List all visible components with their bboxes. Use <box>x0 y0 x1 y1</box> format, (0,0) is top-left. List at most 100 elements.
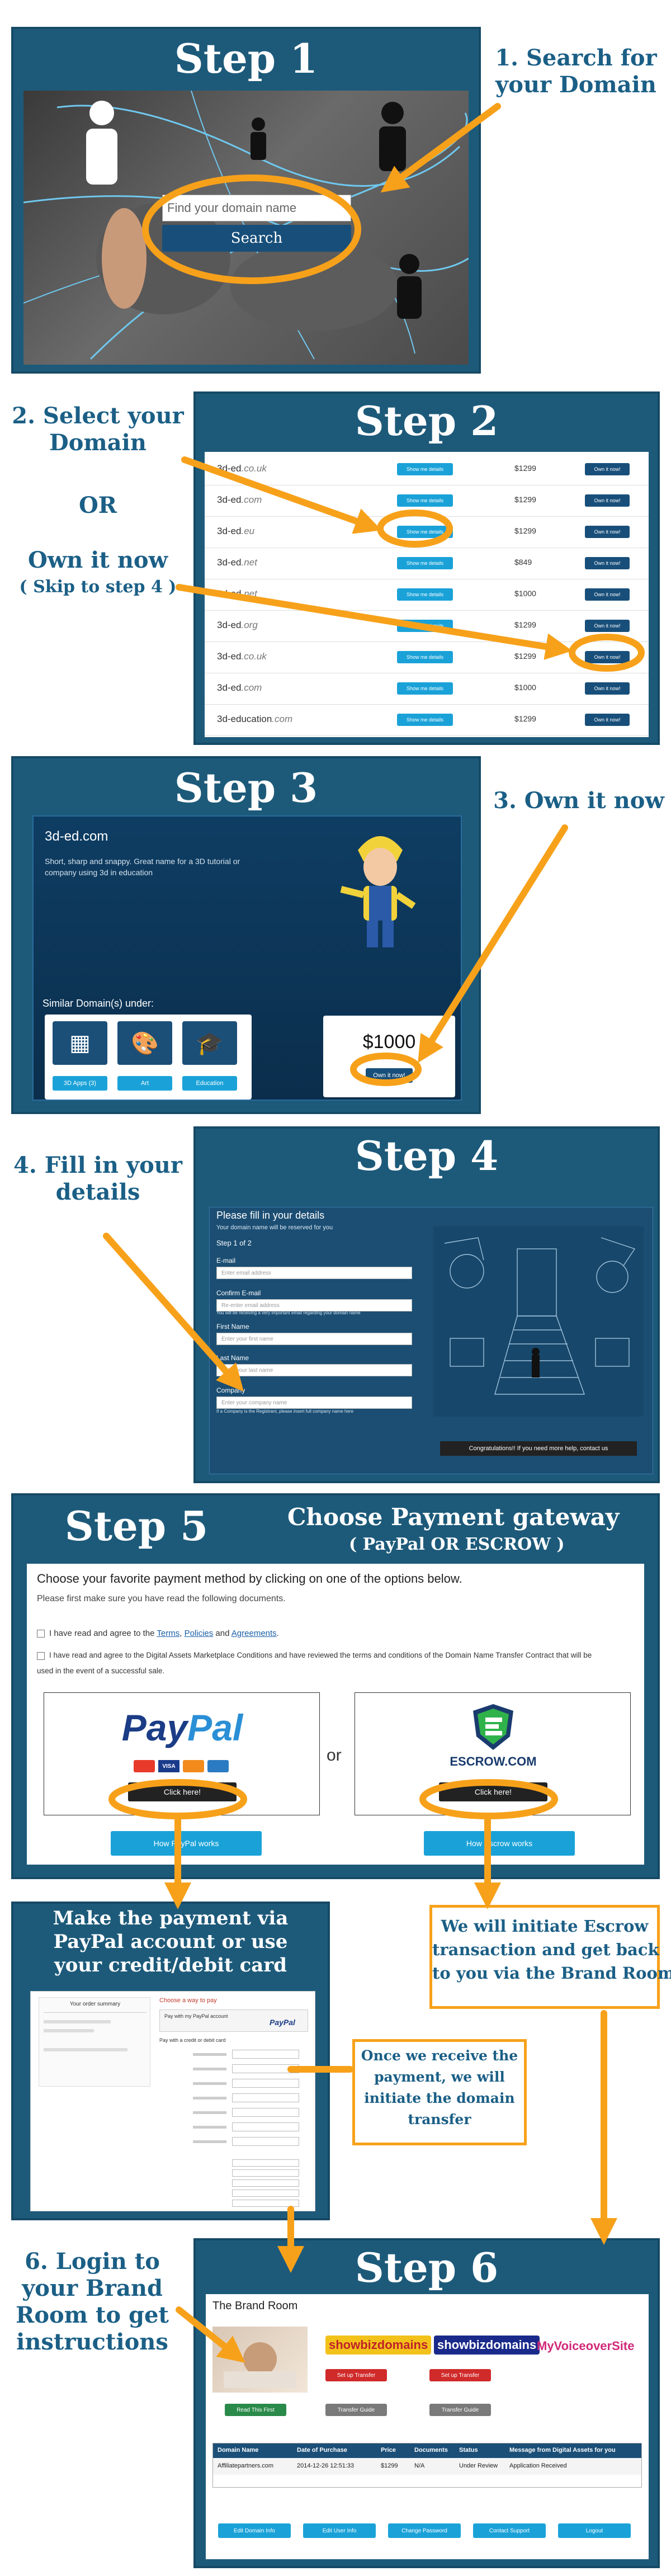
agree-terms-label: I have read and agree to the Terms, Poli… <box>49 1629 279 1638</box>
paypal-small-logo: PayPal <box>270 2018 295 2027</box>
domain-row-price: $1299 <box>514 464 536 473</box>
form-field-input[interactable]: Enter your last name <box>216 1364 412 1376</box>
domain-row-sld: 3d-ed <box>217 620 242 630</box>
paypal-caption-1: Make the payment via <box>53 1907 289 1929</box>
paypal-option-box[interactable]: PayPal VISA Click here! <box>44 1692 320 1815</box>
brand-room-nav-button[interactable]: Logout <box>558 2523 631 2538</box>
agreements-link[interactable]: Agreements <box>231 1629 277 1638</box>
category-education[interactable]: Education <box>182 1076 237 1091</box>
form-field-input[interactable]: Enter email address <box>216 1267 412 1279</box>
domain-row-sld: 3d-ed <box>217 526 242 536</box>
paypal-account-option[interactable]: Pay with my PayPal account PayPal <box>159 2009 308 2032</box>
how-paypal-works-button[interactable]: How PayPal works <box>111 1831 262 1856</box>
paypal-click-here-button[interactable]: Click here! <box>128 1782 237 1801</box>
category-art[interactable]: Art <box>117 1076 172 1091</box>
terms-link[interactable]: Terms <box>157 1629 180 1638</box>
brand-room-nav-button[interactable]: Edit Domain Info <box>218 2523 291 2538</box>
card-form-input[interactable] <box>232 2050 299 2059</box>
billing-input[interactable] <box>232 2159 299 2167</box>
how-escrow-works-button[interactable]: How Escrow works <box>424 1831 575 1856</box>
receive-caption-3: initiate the domain <box>364 2090 515 2106</box>
details-form-card: Please fill in your details Your domain … <box>209 1207 653 1474</box>
own-it-now-row-button[interactable]: Own it now! <box>585 557 630 569</box>
paypal-logo: PayPal <box>44 1706 320 1749</box>
agree-terms-checkbox[interactable] <box>37 1630 45 1638</box>
form-field-input[interactable]: Enter your first name <box>216 1333 412 1345</box>
domain-row: 3d-ed.net Show me details $849 Own it no… <box>205 548 649 579</box>
form-field-input[interactable]: Enter your company name <box>216 1396 412 1409</box>
domain-search-input[interactable]: Find your domain name <box>162 195 351 221</box>
show-details-button[interactable]: Show me details <box>397 714 453 726</box>
brand-room-nav-button[interactable]: Contact Support <box>473 2523 546 2538</box>
form-field-label: Last Name <box>216 1354 249 1362</box>
paypal-caption-3: your credit/debit card <box>54 1954 287 1976</box>
show-details-button[interactable]: Show me details <box>397 620 453 632</box>
domain-row-price: $1299 <box>514 714 536 723</box>
search-button[interactable]: Search <box>162 225 351 252</box>
own-it-now-button[interactable]: Own it now! <box>366 1068 413 1083</box>
agree-conditions-checkbox[interactable] <box>37 1652 45 1660</box>
escrow-option-box[interactable]: ESCROW.COM Click here! <box>355 1692 631 1815</box>
own-it-now-row-button[interactable]: Own it now! <box>585 494 630 507</box>
policies-link[interactable]: Policies <box>184 1629 214 1638</box>
step1-callout-line1: 1. Search for <box>495 45 657 71</box>
setup-transfer-button-2[interactable]: Set up Transfer <box>429 2369 491 2381</box>
show-details-button[interactable]: Show me details <box>397 557 453 569</box>
card-form-input[interactable] <box>232 2137 299 2146</box>
setup-transfer-button-1[interactable]: Set up Transfer <box>325 2369 387 2381</box>
step2-callout-skip: ( Skip to step 4 ) <box>19 577 177 597</box>
domain-row: 3d-ed.co.uk Show me details $1299 Own it… <box>205 454 649 485</box>
transfer-guide-button-2[interactable]: Transfer Guide <box>429 2404 491 2416</box>
billing-input[interactable] <box>232 2169 299 2177</box>
read-this-first-button[interactable]: Read This First <box>225 2404 286 2416</box>
own-it-now-row-button[interactable]: Own it now! <box>585 682 630 695</box>
step6-title: Step 6 <box>355 2244 499 2291</box>
own-it-now-row-button[interactable]: Own it now! <box>585 463 630 475</box>
show-details-button[interactable]: Show me details <box>397 463 453 475</box>
show-details-button[interactable]: Show me details <box>397 651 453 663</box>
card-form-line <box>193 2111 226 2114</box>
card-form-input[interactable] <box>232 2122 299 2131</box>
own-it-now-row-button[interactable]: Own it now! <box>585 588 630 601</box>
own-it-now-row-button[interactable]: Own it now! <box>585 620 630 632</box>
category-card: ▦ 🎨 🎓 3D Apps (3) Art Education <box>45 1015 252 1100</box>
own-it-now-row-button[interactable]: Own it now! <box>585 714 630 726</box>
domain-row-name: 3d-ed.net <box>217 557 257 568</box>
amex-icon <box>207 1760 229 1772</box>
payment-gateway-subheading: ( PayPal OR ESCROW ) <box>349 1535 565 1554</box>
brand-room-nav-button[interactable]: Change Password <box>388 2523 461 2538</box>
step1-panel: Step 1 Find your domain name Search <box>11 27 481 374</box>
stairs-sketch-image <box>433 1226 644 1417</box>
billing-input[interactable] <box>232 2200 299 2207</box>
billing-input[interactable] <box>232 2179 299 2187</box>
transfer-guide-button-1[interactable]: Transfer Guide <box>325 2404 387 2416</box>
domain-row: 3d-ed.org Show me details $1299 Own it n… <box>205 611 649 642</box>
domain-row-sld: 3d-ed <box>217 494 242 505</box>
brand-room-title: The Brand Room <box>212 2300 298 2312</box>
domain-row-tld: .eu <box>241 526 255 536</box>
show-details-button[interactable]: Show me details <box>397 526 453 538</box>
own-it-now-row-button[interactable]: Own it now! <box>585 651 630 663</box>
brand-room-nav-button[interactable]: Edit User Info <box>303 2523 376 2538</box>
profile-photo <box>212 2327 308 2393</box>
show-details-button[interactable]: Show me details <box>397 588 453 601</box>
company-note: If a Company is the Registrant, please i… <box>216 1409 354 1414</box>
table-header-cell: Date of Purchase <box>297 2447 347 2454</box>
card-form-input[interactable] <box>232 2064 299 2073</box>
escrow-shield-icon <box>473 1704 513 1750</box>
step6-callout-line1: 6. Login to <box>25 2248 160 2275</box>
form-field-input[interactable]: Re-enter email address <box>216 1299 412 1311</box>
card-form-input[interactable] <box>232 2093 299 2102</box>
category-3d-apps[interactable]: 3D Apps (3) <box>53 1076 107 1091</box>
show-details-button[interactable]: Show me details <box>397 494 453 507</box>
own-it-now-row-button[interactable]: Own it now! <box>585 526 630 538</box>
card-form-input[interactable] <box>232 2108 299 2117</box>
card-form-input[interactable] <box>232 2079 299 2088</box>
escrow-click-here-button[interactable]: Click here! <box>439 1782 547 1801</box>
billing-input[interactable] <box>232 2190 299 2197</box>
show-details-button[interactable]: Show me details <box>397 682 453 695</box>
purchases-data-row <box>213 2458 641 2475</box>
table-data-cell: Affiliatepartners.com <box>218 2462 274 2469</box>
domain-row-tld: .com <box>241 494 262 505</box>
summary-divider <box>44 2012 147 2013</box>
